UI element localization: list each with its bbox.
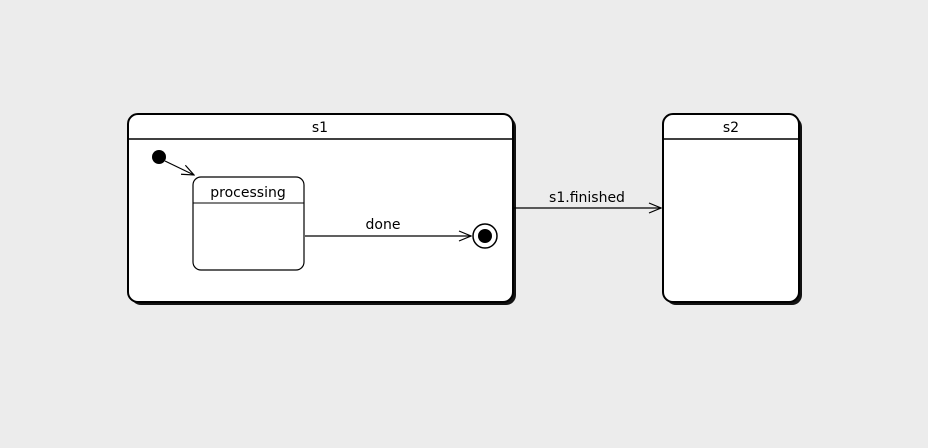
state-processing-body[interactable]	[192, 176, 305, 271]
state-s2-body[interactable]	[662, 113, 800, 303]
state-s1-body[interactable]	[127, 113, 514, 303]
state-s1-title: s1	[312, 120, 328, 136]
state-processing[interactable]: processing	[192, 176, 305, 271]
transition-done-label: done	[366, 217, 401, 233]
final-state[interactable]	[472, 223, 498, 249]
transition-s1-finished-label: s1.finished	[549, 190, 625, 206]
transition-initial-to-processing[interactable]	[164, 160, 194, 175]
state-s1[interactable]: s1	[127, 113, 516, 305]
state-s2[interactable]: s2	[662, 113, 802, 305]
transition-s1-finished[interactable]: s1.finished	[514, 190, 661, 208]
state-s2-title: s2	[723, 120, 739, 136]
state-processing-title: processing	[210, 185, 285, 201]
initial-state-dot[interactable]	[152, 150, 166, 164]
final-state-inner-dot	[478, 229, 492, 243]
transition-done[interactable]: done	[305, 217, 471, 236]
